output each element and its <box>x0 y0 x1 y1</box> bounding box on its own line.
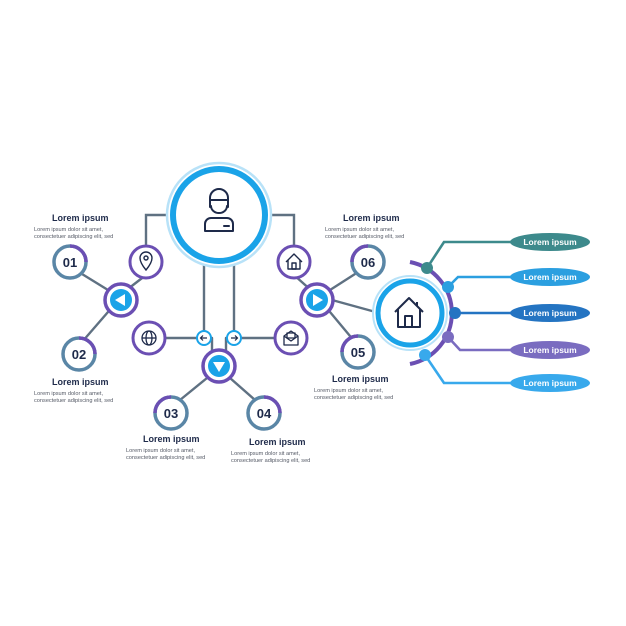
step-desc-05-line1: Lorem ipsum dolor sit amet, <box>314 388 383 394</box>
step-desc-04-line2: consectetuer adipiscing elit, sed <box>231 458 310 464</box>
branch-dot-4 <box>442 331 454 343</box>
step-desc-03-line1: Lorem ipsum dolor sit amet, <box>126 448 195 454</box>
icon-node-house <box>276 244 312 280</box>
step-node-02: 02 <box>61 336 97 372</box>
step-label-05: Lorem ipsum Lorem ipsum dolor sit amet, … <box>314 374 393 401</box>
arrow-left-node <box>196 330 212 346</box>
pill-3: Lorem ipsum <box>510 304 590 322</box>
step-title-06: Lorem ipsum <box>343 213 400 223</box>
arrow-right-node <box>226 330 242 346</box>
step-number-01: 01 <box>63 255 77 270</box>
step-number-06: 06 <box>361 255 375 270</box>
pill-4-label: Lorem ipsum <box>523 345 577 355</box>
step-title-04: Lorem ipsum <box>249 437 306 447</box>
mail-icon <box>283 330 299 346</box>
pill-4: Lorem ipsum <box>510 341 590 359</box>
pill-2-label: Lorem ipsum <box>523 272 577 282</box>
step-node-05: 05 <box>340 334 376 370</box>
branch-dot-5 <box>419 349 431 361</box>
pill-1-label: Lorem ipsum <box>523 237 577 247</box>
pill-group: Lorem ipsum Lorem ipsum Lorem ipsum Lore… <box>510 233 590 392</box>
icon-node-globe <box>131 320 167 356</box>
triangle-right-icon <box>313 294 323 306</box>
step-label-01: Lorem ipsum Lorem ipsum dolor sit amet, … <box>34 213 113 240</box>
step-node-06: 06 <box>350 244 386 280</box>
step-title-01: Lorem ipsum <box>52 213 109 223</box>
step-label-02: Lorem ipsum Lorem ipsum dolor sit amet, … <box>34 377 113 404</box>
branch-dot-2 <box>442 281 454 293</box>
step-number-02: 02 <box>72 347 86 362</box>
branch-lines <box>409 240 514 385</box>
house-icon <box>285 253 303 270</box>
step-title-03: Lorem ipsum <box>143 434 200 444</box>
icon-node-mail <box>273 320 309 356</box>
pill-5: Lorem ipsum <box>510 374 590 392</box>
globe-icon <box>141 330 157 346</box>
person-icon <box>204 188 234 232</box>
house-icon <box>394 297 424 328</box>
step-number-03: 03 <box>164 406 178 421</box>
step-label-06: Lorem ipsum Lorem ipsum dolor sit amet, … <box>325 213 404 240</box>
step-title-02: Lorem ipsum <box>52 377 109 387</box>
step-desc-02-line2: consectetuer adipiscing elit, sed <box>34 398 113 404</box>
step-desc-06-line2: consectetuer adipiscing elit, sed <box>325 234 404 240</box>
location-pin-icon <box>139 251 153 272</box>
branch-dot-3 <box>449 307 461 319</box>
arrow-right-icon <box>231 335 239 341</box>
step-node-04: 04 <box>246 395 282 431</box>
hub-right <box>299 282 335 318</box>
step-label-04: Lorem ipsum Lorem ipsum dolor sit amet, … <box>231 437 310 464</box>
pill-3-label: Lorem ipsum <box>523 308 577 318</box>
step-desc-04-line1: Lorem ipsum dolor sit amet, <box>231 451 300 457</box>
pill-5-label: Lorem ipsum <box>523 378 577 388</box>
center-node <box>165 161 273 269</box>
step-number-04: 04 <box>257 406 272 421</box>
step-number-05: 05 <box>351 345 365 360</box>
pill-1: Lorem ipsum <box>510 233 590 251</box>
step-node-03: 03 <box>153 395 189 431</box>
branch-dot-1 <box>421 262 433 274</box>
home-node <box>372 275 448 351</box>
step-desc-01-line1: Lorem ipsum dolor sit amet, <box>34 227 103 233</box>
triangle-left-icon <box>115 294 125 306</box>
step-label-03: Lorem ipsum Lorem ipsum dolor sit amet, … <box>126 434 205 461</box>
step-desc-06-line1: Lorem ipsum dolor sit amet, <box>325 227 394 233</box>
step-desc-01-line2: consectetuer adipiscing elit, sed <box>34 234 113 240</box>
step-desc-03-line2: consectetuer adipiscing elit, sed <box>126 455 205 461</box>
hub-bottom <box>201 348 237 384</box>
step-desc-02-line1: Lorem ipsum dolor sit amet, <box>34 391 103 397</box>
pill-2: Lorem ipsum <box>510 268 590 286</box>
connector-lines <box>80 213 374 402</box>
hub-left <box>103 282 139 318</box>
step-title-05: Lorem ipsum <box>332 374 389 384</box>
triangle-down-icon <box>213 362 225 372</box>
arrow-left-icon <box>199 335 207 341</box>
icon-node-location <box>128 244 164 280</box>
step-desc-05-line2: consectetuer adipiscing elit, sed <box>314 395 393 401</box>
step-node-01: 01 <box>52 244 88 280</box>
